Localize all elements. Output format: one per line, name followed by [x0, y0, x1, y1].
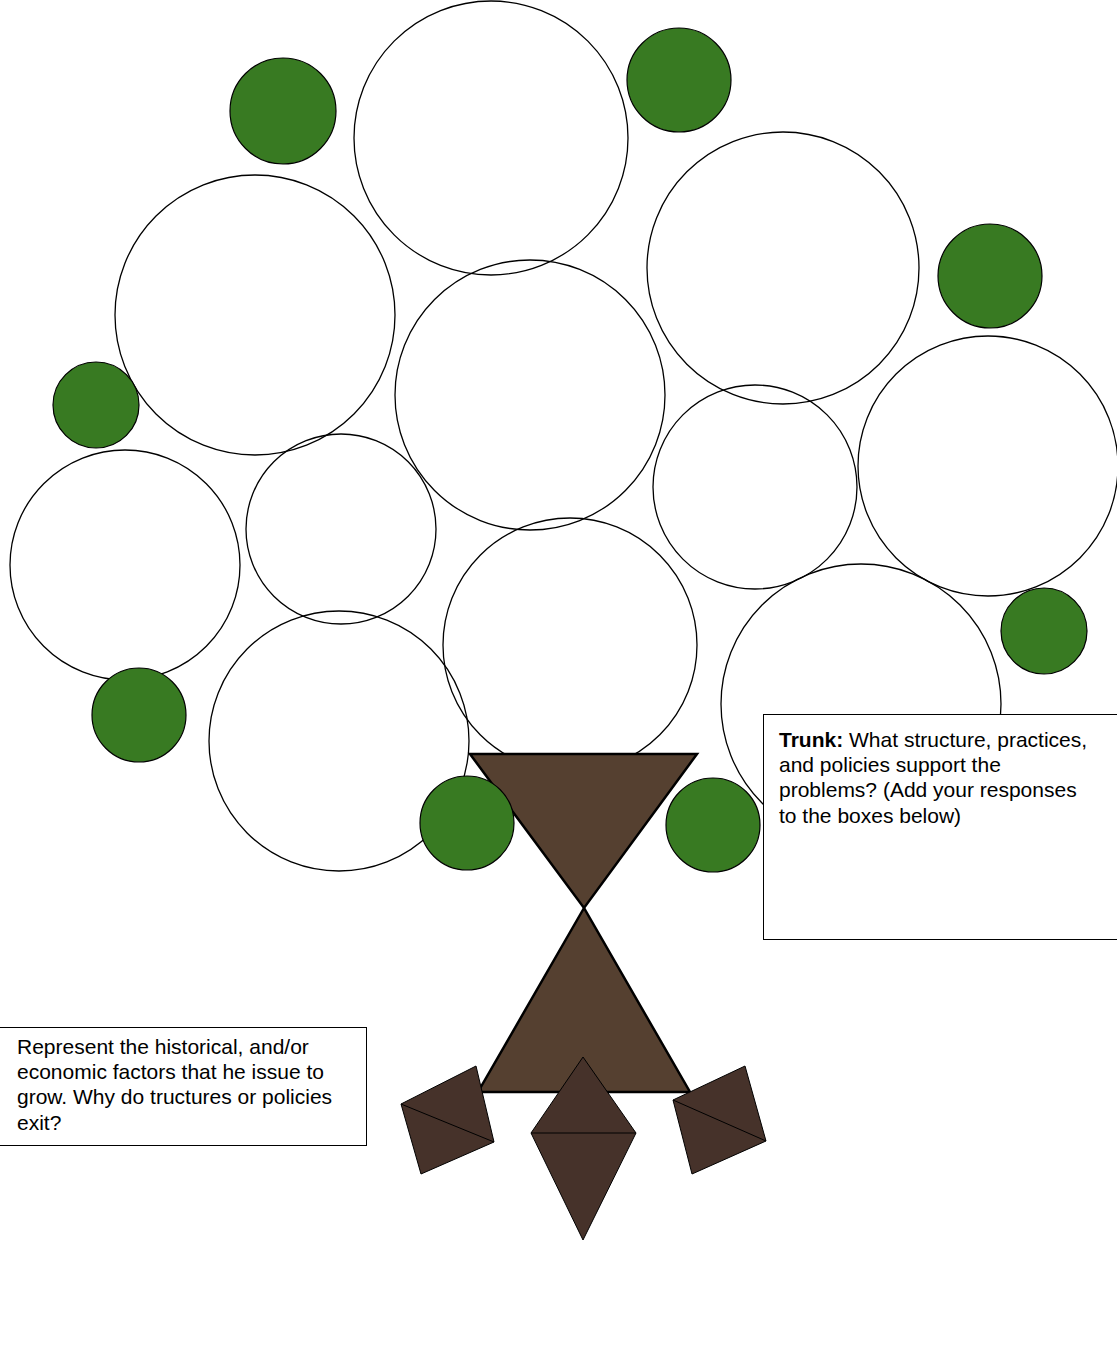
box-heading: Trunk:	[779, 728, 843, 751]
root-line	[531, 1133, 636, 1134]
leaf-circle	[53, 362, 139, 448]
root-shape	[673, 1066, 766, 1174]
canopy-circle	[354, 1, 628, 275]
canopy-circle	[115, 175, 395, 455]
box-text: Represent the historical, and/or economi…	[17, 1035, 332, 1134]
roots	[401, 1057, 766, 1240]
canopy-circle	[647, 132, 919, 404]
leaf-circle	[420, 776, 514, 870]
text-box: Trunk:What structure, practices, and pol…	[763, 714, 1117, 940]
root-line	[673, 1100, 766, 1141]
root-line	[401, 1104, 494, 1142]
canopy-circles	[10, 1, 1117, 871]
leaf-circle	[1001, 588, 1087, 674]
canopy-circle	[395, 260, 665, 530]
text-box-content: Represent the historical, and/or economi…	[17, 1034, 358, 1135]
canopy-circle	[858, 336, 1117, 596]
leaf-circles	[53, 28, 1087, 872]
leaf-circle	[92, 668, 186, 762]
leaf-circle	[666, 778, 760, 872]
leaf-circle	[230, 58, 336, 164]
canopy-circle	[10, 450, 240, 680]
canopy-circle	[443, 518, 697, 772]
leaf-circle	[627, 28, 731, 132]
leaf-circle	[938, 224, 1042, 328]
root-shape	[531, 1057, 636, 1240]
text-box-content: Trunk:What structure, practices, and pol…	[779, 727, 1098, 828]
root-shape	[401, 1066, 494, 1174]
text-box: Represent the historical, and/or economi…	[0, 1027, 367, 1146]
canopy-circle	[653, 385, 857, 589]
canopy-circle	[246, 434, 436, 624]
